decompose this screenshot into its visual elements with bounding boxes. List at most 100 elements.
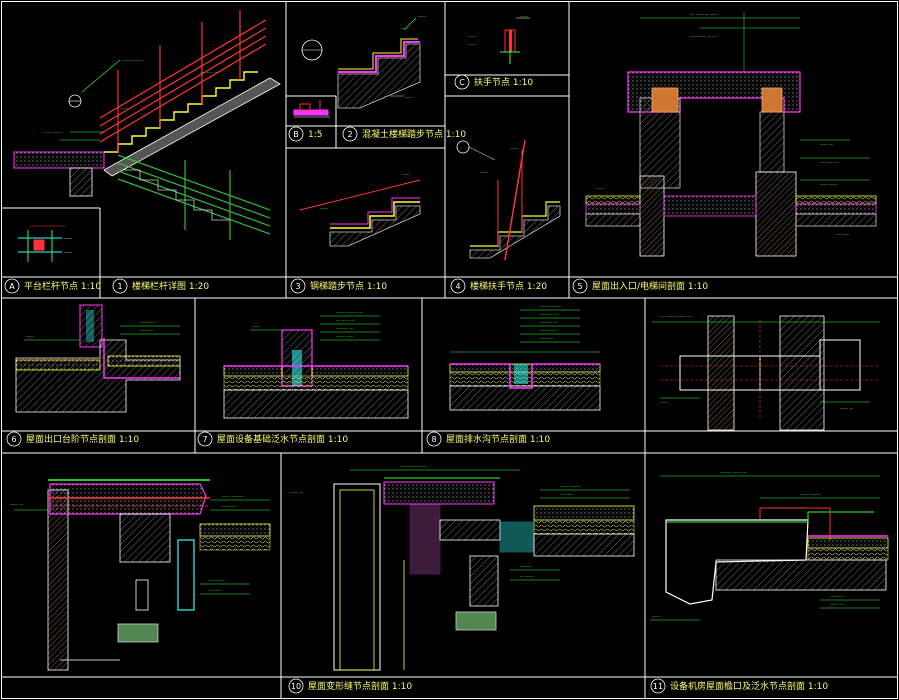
detail-number-bubble xyxy=(288,126,304,142)
detail-12-parapet-section: —— ———— ————— —— ———— — xyxy=(10,479,271,671)
svg-text:— ——: — —— xyxy=(560,492,573,497)
svg-text:————: ———— xyxy=(140,320,156,325)
svg-text:—— —: —— — xyxy=(830,602,843,607)
detail-4-stair-handrail: —— —— xyxy=(456,139,561,261)
detail-number-bubble xyxy=(342,126,358,142)
svg-text:——: —— xyxy=(120,106,128,111)
svg-text:—— ——: —— —— xyxy=(336,334,353,339)
svg-text:——: —— xyxy=(520,14,528,19)
detail-number: 2 xyxy=(347,130,352,139)
svg-text:—— ——: —— —— xyxy=(540,328,557,333)
svg-text:— ——: — —— xyxy=(836,232,849,237)
detail-number: 4 xyxy=(455,282,460,291)
detail-title-text: 屋面变形缝节点剖面 1:10 xyxy=(308,680,412,692)
detail-number: 11 xyxy=(653,682,663,691)
svg-text:——— —: ——— — xyxy=(336,326,353,331)
svg-text:——: —— xyxy=(468,42,476,47)
detail-title-text: 混凝土楼梯踏步节点 1:10 xyxy=(362,128,466,140)
detail-title-text: 屋面设备基础泛水节点剖面 1:10 xyxy=(217,433,348,445)
detail-number-bubble xyxy=(290,278,306,294)
svg-text:— ——— —— —: — ——— —— — xyxy=(660,314,692,319)
svg-text:——: —— xyxy=(402,172,410,177)
detail-number-bubble xyxy=(6,431,22,447)
svg-text:—— ——— —: —— ——— — xyxy=(336,310,363,315)
detail-6-roof-exit-step: ———— — —— —— xyxy=(15,304,181,413)
svg-text:— ——: — —— xyxy=(222,504,235,509)
svg-text:———— — —: ———— — — xyxy=(690,34,717,39)
detail-number: B xyxy=(293,130,299,139)
detail-number-bubble xyxy=(650,678,666,694)
detail-title-3: 3 钢梯踏步节点 1:10 xyxy=(290,278,387,294)
svg-text:——: —— xyxy=(596,186,604,191)
detail-number: A xyxy=(9,282,15,291)
svg-text:——— —: ——— — xyxy=(540,320,557,325)
svg-text:—— ———: —— ——— xyxy=(800,492,821,497)
svg-text:——— —— —: ——— —— — xyxy=(720,470,747,475)
detail-9-parapet-coping: — ——— —— — —— —— — xyxy=(652,314,880,431)
detail-a-platform-rail: ———— xyxy=(18,225,72,262)
detail-10-expansion-joint: — ———— ——— ———— —————— ———— — xyxy=(290,464,635,671)
detail-number-bubble xyxy=(197,431,213,447)
svg-text:——: —— xyxy=(660,400,668,405)
svg-text:——: —— xyxy=(510,146,518,151)
detail-8-drainage-gutter: —— ——— — —— — ——— — —— —— — —— xyxy=(449,304,601,411)
svg-text:—— ———: —— ——— xyxy=(560,484,581,489)
detail-1-stair-railing: —— ——— —— —— — —— — —— xyxy=(13,10,281,240)
svg-text:— —— —: — —— — xyxy=(200,70,219,75)
svg-text:——: —— xyxy=(418,14,426,19)
svg-text:—— —: —— — xyxy=(820,142,833,147)
svg-text:— —— —: — —— — xyxy=(820,160,839,165)
detail-number: 1 xyxy=(117,282,122,291)
detail-title-text: 屋面出入口/电梯间剖面 1:10 xyxy=(592,280,708,292)
svg-text:——: —— xyxy=(468,34,476,39)
detail-7-equipment-base: —— ——— — — —— — ——— — —— —— —— xyxy=(223,310,409,419)
svg-text:——: —— xyxy=(480,170,488,175)
detail-number: 3 xyxy=(295,282,300,291)
detail-title-text: 屋面排水沟节点剖面 1:10 xyxy=(446,433,550,445)
svg-text:—— ———: —— ——— xyxy=(222,494,243,499)
detail-title-2: 2 混凝土楼梯踏步节点 1:10 xyxy=(342,126,466,142)
detail-number-bubble xyxy=(572,278,588,294)
detail-title-text: 楼梯扶手节点 1:20 xyxy=(470,280,547,292)
svg-text:— ——: — —— xyxy=(140,328,153,333)
svg-text:———: ——— xyxy=(520,564,532,569)
svg-text:——— —: ——— — xyxy=(208,578,225,583)
detail-title-text: 楼梯栏杆详图 1:20 xyxy=(132,280,209,292)
detail-number-bubble xyxy=(426,431,442,447)
svg-text:——: —— xyxy=(252,324,260,329)
detail-number-bubble xyxy=(112,278,128,294)
svg-text:— ——: — —— xyxy=(540,336,553,341)
detail-number-bubble xyxy=(4,278,20,294)
detail-5-roof-exit-section: — —— — —————— — — —— —— —— ——— —— ——— —— xyxy=(585,12,877,257)
svg-text:— —— —: — —— — xyxy=(336,318,355,323)
svg-text:—— ——: —— —— xyxy=(44,130,61,135)
detail-title-1: 1 楼梯栏杆详图 1:20 xyxy=(112,278,209,294)
svg-text:— ——: — —— xyxy=(830,594,843,599)
svg-text:——: —— xyxy=(652,614,660,619)
detail-number-bubble xyxy=(454,74,470,90)
detail-number: C xyxy=(459,78,465,87)
svg-text:— —— —: — —— — xyxy=(540,312,559,317)
detail-3-steel-step: —— —— xyxy=(299,172,421,247)
svg-text:—— —: —— — xyxy=(840,406,853,411)
detail-title-text: 钢梯踏步节点 1:10 xyxy=(310,280,387,292)
detail-b-node xyxy=(293,100,330,118)
svg-text:—— —: —— — xyxy=(290,490,303,495)
svg-text:——: —— xyxy=(320,206,328,211)
svg-text:—— ——: —— —— xyxy=(820,182,837,187)
svg-text:——: —— xyxy=(26,334,34,339)
detail-number-bubble xyxy=(450,278,466,294)
detail-number: 6 xyxy=(11,435,16,444)
svg-text:——: —— xyxy=(64,236,72,241)
svg-text:—— ———: —— ——— xyxy=(540,304,561,309)
svg-text:— —— — ——: — —— — —— xyxy=(690,12,718,17)
